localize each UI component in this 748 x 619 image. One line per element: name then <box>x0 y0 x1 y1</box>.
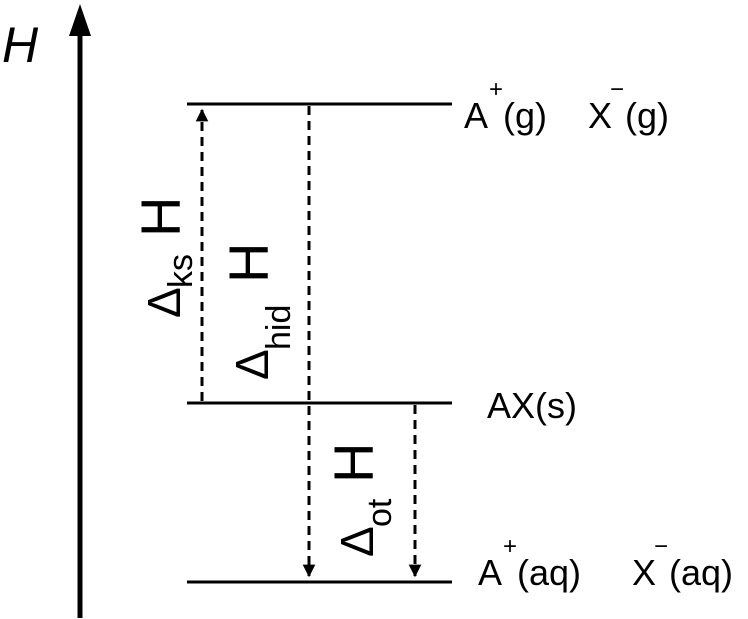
gas-anion-charge: − <box>610 76 624 103</box>
hydration-symbol: H <box>217 243 280 283</box>
gas-cation-charge: + <box>489 76 503 103</box>
gas-cation: A <box>464 95 488 136</box>
level-solid-label: AX(s) <box>487 385 577 426</box>
axis-label: H <box>2 17 39 73</box>
level-aqueous-label: A + (aq) X − (aq) <box>478 533 733 593</box>
solution-enthalpy-label: Δ ot H <box>322 443 399 557</box>
lattice-subscript: ks <box>162 254 200 288</box>
lattice-delta: Δ <box>138 287 190 318</box>
lattice-enthalpy-label: Δ ks H <box>129 197 200 318</box>
gas-anion: X <box>588 95 612 136</box>
gas-cation-state: (g) <box>503 95 547 136</box>
aq-cation: A <box>478 552 502 593</box>
hydration-subscript: hid <box>260 305 298 350</box>
aq-anion: X <box>632 552 656 593</box>
solution-delta: Δ <box>331 526 383 557</box>
axis-arrowhead-icon <box>69 4 91 36</box>
hydration-enthalpy-label: Δ hid H <box>217 243 298 380</box>
aq-cation-charge: + <box>503 533 517 560</box>
lattice-symbol: H <box>129 197 192 237</box>
aq-anion-state: (aq) <box>669 552 733 593</box>
solution-symbol: H <box>322 443 385 483</box>
aq-anion-charge: − <box>654 533 668 560</box>
aq-cation-state: (aq) <box>517 552 581 593</box>
hydration-delta: Δ <box>226 349 278 380</box>
gas-anion-state: (g) <box>625 95 669 136</box>
enthalpy-axis <box>69 4 91 618</box>
level-gas-label: A + (g) X − (g) <box>464 76 669 136</box>
solution-subscript: ot <box>361 498 399 527</box>
